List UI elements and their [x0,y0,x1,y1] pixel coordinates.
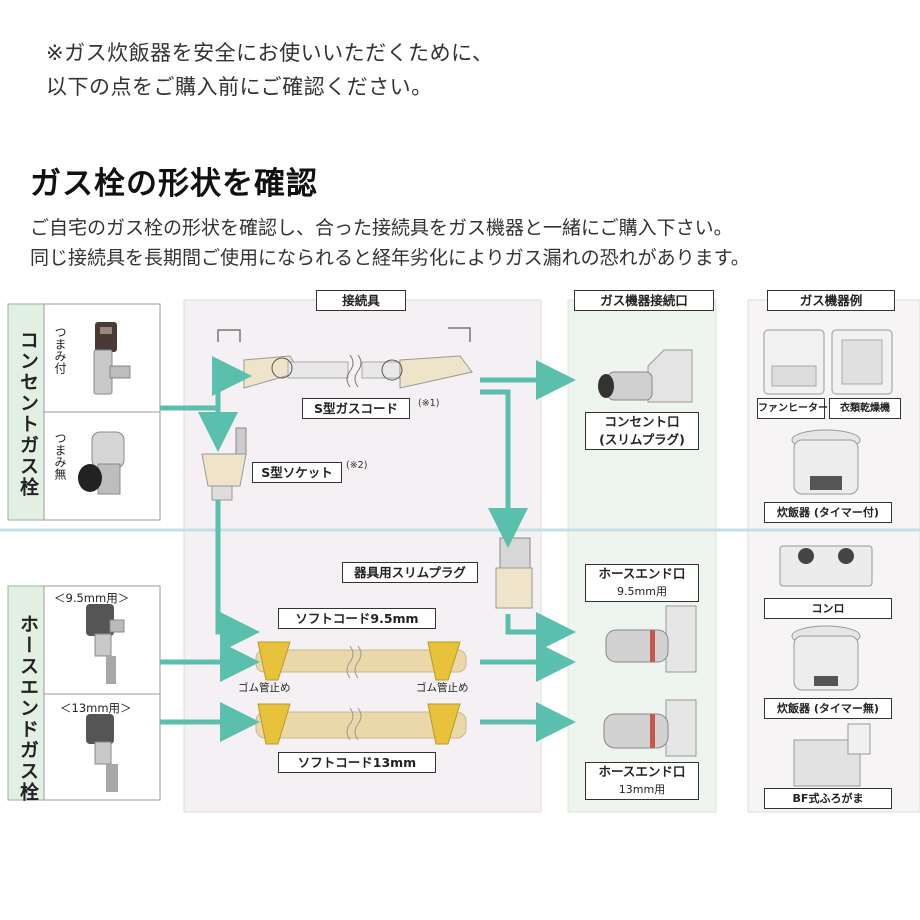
s-socket-illustration [201,427,247,501]
bf-bath-icon [793,723,871,787]
description-line-2: 同じ接続具を長期間ご使用になられると経年劣化によりガス漏れの恐れがあります。 [30,247,750,269]
hose-13-port-label-line1: ホースエンド口 [598,764,686,779]
hose-95-port-label: ホースエンド口 9.5mm用 [585,564,699,602]
valve-95-icon [86,604,125,684]
valve-knob-icon [93,322,131,395]
consent-port-illustration [598,349,693,403]
description: ご自宅のガス栓の形状を確認し、合った接続具をガス機器と一緒にご購入下さい。 同じ… [30,213,750,273]
consent-port-label-line1: コンセント口 [604,414,680,429]
notice: ※ガス炊飯器を安全にお使いいただくために、 以下の点をご購入前にご確認ください。 [46,36,493,104]
slim-plug-label: 器具用スリムプラグ [342,562,478,583]
soft-cord-13-illustration [255,703,467,745]
appliance-examples-header: ガス機器例 [767,290,895,311]
notice-line-1: ※ガス炊飯器を安全にお使いいただくために、 [46,41,494,65]
valve-13-icon [86,714,118,792]
s-gas-cord-illustration [217,327,473,389]
valve-95-label: ＜9.5mm用＞ [54,591,130,605]
dryer-icon [831,329,893,395]
description-line-1: ご自宅のガス栓の形状を確認し、合った接続具をガス機器と一緒にご購入下さい。 [30,217,733,239]
valve-noknob-icon [78,431,125,495]
page-title: ガス栓の形状を確認 [30,166,318,202]
hose-95-port-label-line1: ホースエンド口 [598,566,686,581]
fan-heater-label: ファンヒーター [757,398,828,419]
soft-cord-95-label: ソフトコード9.5mm [278,608,436,629]
stove-icon [779,545,873,587]
dryer-label: 衣類乾燥機 [829,398,901,419]
rice-cooker-timer-icon [791,429,861,495]
consent-port-label: コンセント口 (スリムプラグ) [585,412,699,450]
hose-end-band [7,585,45,801]
hose-13-port-label-line2: 13mm用 [618,783,666,796]
notice-line-2: 以下の点をご購入前にご確認ください。 [46,75,433,99]
slim-plug-illustration [495,537,533,609]
hose-13-port-illustration [603,699,697,757]
category-consent-label: コンセントガス栓 [17,330,39,498]
hose-95-port-illustration [605,605,697,673]
valve-noknob-label: つまみ無 [53,432,67,480]
soft-cord-95-illustration [255,641,467,681]
appliance-port-header: ガス機器接続口 [574,290,714,311]
bf-bath-label: BF式ふろがま [764,788,892,809]
consent-band [7,303,45,521]
rice-cooker-no-timer-icon [791,625,861,691]
soft-cord-13-label: ソフトコード13mm [278,752,436,773]
s-gas-cord-note: (※1) [418,398,440,409]
s-socket-note: (※2) [346,460,368,471]
stove-label: コンロ [764,598,892,619]
valve-13-label: ＜13mm用＞ [60,701,132,715]
hose-95-port-label-line2: 9.5mm用 [617,585,667,598]
category-hose-end-label: ホースエンドガス栓 [17,614,39,803]
s-socket-label: S型ソケット [252,462,342,483]
valve-knob-label: つまみ付 [53,326,67,374]
flow-arrows [160,356,576,742]
consent-port-label-line2: (スリムプラグ) [599,432,685,447]
rubber-stop-right-label: ゴム管止め [416,682,469,694]
s-gas-cord-label: S型ガスコード [302,398,410,419]
fan-heater-icon [763,329,825,395]
hose-13-port-label: ホースエンド口 13mm用 [585,762,699,800]
rubber-stop-left-label: ゴム管止め [238,682,291,694]
connectors-header: 接続具 [316,290,406,311]
rice-cooker-timer-label: 炊飯器 (タイマー付) [764,502,892,523]
rice-cooker-no-timer-label: 炊飯器 (タイマー無) [764,698,892,719]
